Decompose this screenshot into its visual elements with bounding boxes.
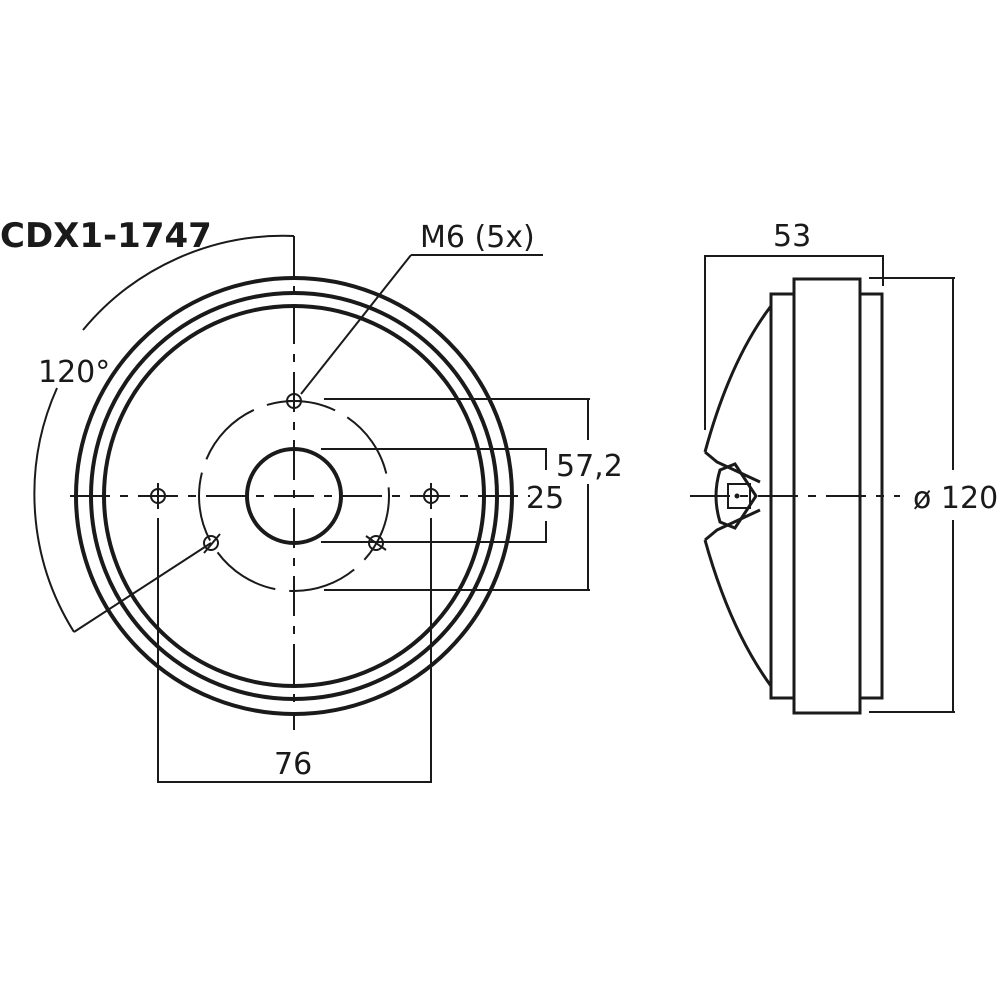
- front-view: 120° M6 (5x) 57,2 25 76: [33, 220, 623, 783]
- dim-bolt-circle-label: 57,2: [556, 449, 623, 484]
- thread-label: M6 (5x): [420, 220, 535, 255]
- dome-lower: [703, 539, 773, 687]
- bolt-hole-top: [286, 393, 302, 409]
- dim-bolt-spacing-label: 76: [274, 747, 312, 782]
- angle-arc-lower: [33, 387, 75, 633]
- bolt-hole-left: [150, 483, 166, 509]
- thread-leader: [300, 254, 412, 395]
- bolt-hole-right: [423, 483, 439, 509]
- dim-inner-circle-label: 25: [526, 481, 564, 516]
- model-title: CDX1-1747: [0, 216, 212, 256]
- dome-upper: [703, 305, 773, 453]
- angle-arc: [82, 234, 295, 331]
- angle-label: 120°: [38, 355, 110, 390]
- side-view: 53 ø 120: [690, 219, 998, 715]
- bolt-hole-lower-left: [203, 533, 221, 554]
- dim-depth-label: 53: [773, 219, 811, 254]
- phase-plug: [704, 450, 761, 542]
- angle-leader: [73, 542, 212, 633]
- dim-diameter-label: ø 120: [913, 481, 998, 516]
